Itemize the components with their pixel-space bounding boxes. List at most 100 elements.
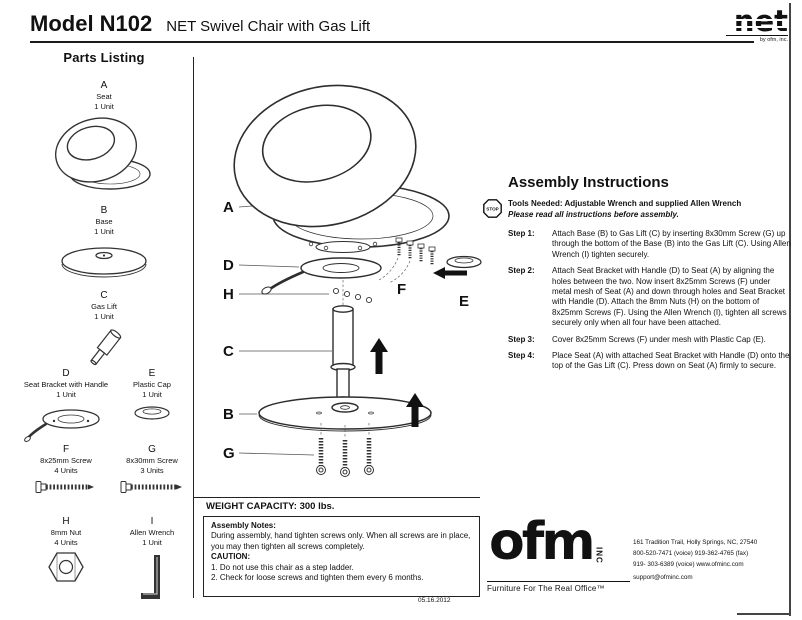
part-name: 8x25mm Screw (40, 456, 92, 465)
diagram-label-d: D (223, 257, 234, 274)
part-letter: I (150, 516, 154, 527)
allen-wrench-part-icon (141, 555, 160, 599)
nuts-drawing (332, 287, 373, 304)
part-item-screw-25: F 8x25mm Screw 4 Units (18, 444, 114, 501)
net-logo-text: net (726, 6, 788, 36)
address-line: 161 Tradition Trail, Holly Springs, NC, … (633, 539, 758, 546)
ofm-logo-inc: INC (594, 547, 604, 564)
part-letter: A (100, 80, 108, 91)
net-logo-tagline: by ofm, inc. (726, 35, 788, 43)
part-item-base: B Base 1 Unit (18, 205, 190, 286)
tools-needed-text: Tools Needed: Adjustable Wrench and supp… (508, 199, 742, 208)
part-qty: 4 Units (54, 537, 78, 547)
stop-sign-label: STOP (486, 207, 498, 212)
part-qty: 1 Unit (94, 311, 114, 321)
step-text: Attach Seat Bracket with Handle (D) to S… (552, 266, 787, 328)
part-letter: B (100, 205, 108, 216)
part-qty: 1 Unit (94, 226, 114, 236)
diagram-label-h: H (223, 286, 234, 303)
vertical-divider (193, 57, 194, 598)
part-name: Allen Wrench (129, 528, 175, 537)
part-name: Base (95, 217, 113, 226)
logo-stripe (726, 19, 788, 21)
part-item-allen-wrench: I Allen Wrench 1 Unit (114, 516, 190, 609)
page-border-bottom (737, 613, 790, 615)
part-qty: 1 Unit (94, 101, 114, 111)
gas-lift-drawing (330, 305, 356, 402)
nut-part-icon (48, 552, 84, 582)
caution-item-2: 2. Check for loose screws and tighten th… (211, 573, 424, 583)
assembly-step-4: Step 4: Place Seat (A) with attached Sea… (486, 351, 792, 372)
seat-underside-screws (308, 241, 378, 251)
assembly-notes-body: During assembly, hand tighten screws onl… (211, 531, 471, 551)
header-rule (30, 41, 754, 43)
part-letter: H (62, 516, 70, 527)
step-label: Step 2: (508, 266, 535, 276)
part-item-screw-30: G 8x30mm Screw 3 Units (114, 444, 190, 501)
horizontal-divider (193, 497, 480, 498)
part-item-seat: A Seat 1 Unit (18, 80, 190, 201)
weight-capacity: WEIGHT CAPACITY: 300 lbs. (206, 501, 335, 512)
ofm-logo-text: ofm (489, 512, 596, 572)
seat-part-icon (54, 117, 151, 190)
cap-drawing (433, 255, 482, 279)
support-email: support@ofminc.com (633, 574, 693, 581)
company-address-block: 161 Tradition Trail, Holly Springs, NC, … (633, 537, 793, 583)
part-name: Seat Bracket with Handle (23, 380, 109, 389)
assembly-notes-title: Assembly Notes: (211, 521, 276, 530)
phone-fax-line: 800-520-7471 (voice) 919-362-4765 (fax) (633, 550, 749, 557)
stop-sign-icon: STOP (483, 199, 502, 218)
step-label: Step 1: (508, 229, 535, 238)
cap-part-icon (134, 406, 170, 420)
net-logo: net by ofm, inc. (726, 6, 788, 43)
diagram-label-f: F (397, 281, 406, 298)
ofm-logo: ofm INC (489, 512, 604, 572)
bracket-drawing (261, 257, 382, 295)
assembly-step-3: Step 3: Cover 8x25mm Screws (F) under me… (486, 335, 792, 345)
phone-web-line: 919- 303-6389 (voice) www.ofminc.com (633, 561, 744, 568)
base-part-icon (61, 247, 147, 278)
part-item-bracket: D Seat Bracket with Handle 1 Unit (18, 368, 114, 453)
exploded-view-diagram: A D H C B G F E (223, 84, 482, 477)
tools-needed-block: STOP Tools Needed: Adjustable Wrench and… (483, 198, 792, 220)
insert-arrows (370, 338, 424, 427)
bracket-part-icon (24, 409, 100, 442)
parts-listing-title: Parts Listing (63, 50, 145, 65)
part-letter: F (62, 444, 70, 455)
caution-item-1: 1. Do not use this chair as a step ladde… (211, 562, 354, 572)
logo-stripe (726, 26, 788, 28)
seat-drawing (233, 84, 450, 253)
part-name: Gas Lift (91, 302, 117, 311)
ofm-tagline: Furniture For The Real Office™ (487, 581, 630, 593)
step-text: Place Seat (A) with attached Seat Bracke… (552, 351, 790, 371)
part-name: 8x30mm Screw (126, 456, 178, 465)
page-subtitle: NET Swivel Chair with Gas Lift (166, 18, 371, 35)
page-header: Model N102 NET Swivel Chair with Gas Lif… (30, 11, 370, 37)
assembly-step-1: Step 1: Attach Base (B) to Gas Lift (C) … (486, 229, 792, 260)
diagram-label-b: B (223, 406, 234, 423)
page-title: Model N102 (30, 11, 153, 36)
part-qty: 1 Unit (56, 389, 76, 399)
assembly-steps: Step 1: Attach Base (B) to Gas Lift (C) … (486, 229, 792, 372)
cap-arrow (433, 267, 467, 279)
assembly-title: Assembly Instructions (508, 174, 669, 191)
screw-part-icon (35, 481, 94, 493)
part-qty: 1 Unit (142, 389, 162, 399)
assembly-instructions: Assembly Instructions STOP Tools Needed:… (483, 174, 792, 378)
assembly-step-2: Step 2: Attach Seat Bracket with Handle … (486, 266, 792, 328)
part-name: Plastic Cap (133, 380, 171, 389)
part-letter: E (148, 368, 156, 379)
gas-lift-part-icon (90, 329, 122, 366)
diagram-labels: A D H C B G F E (223, 199, 469, 462)
document-date: 05.16.2012 (418, 597, 451, 604)
part-qty: 4 Units (54, 465, 78, 475)
diagram-label-a: A (223, 199, 234, 216)
step-label: Step 3: (508, 334, 535, 344)
part-item-gas-lift: C Gas Lift 1 Unit (18, 290, 190, 379)
part-qty: 1 Unit (142, 537, 162, 547)
part-item-cap: E Plastic Cap 1 Unit (114, 368, 190, 429)
step-text: Cover 8x25mm Screws (F) under mesh with … (552, 334, 766, 344)
read-instructions-notice: Please read all instructions before asse… (508, 210, 679, 219)
step-label: Step 4: (508, 351, 535, 361)
g-screws-drawing (316, 423, 374, 477)
